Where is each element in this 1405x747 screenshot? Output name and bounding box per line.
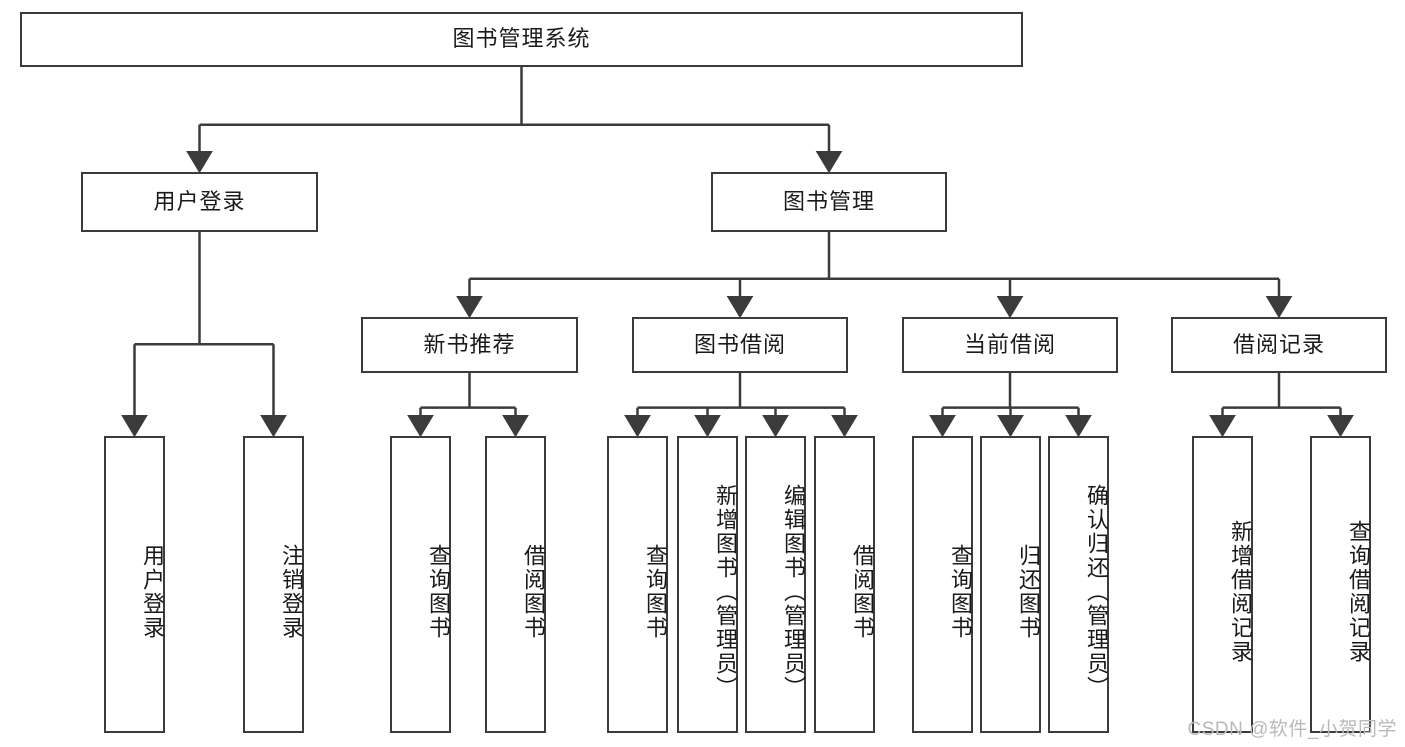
node-label: 用户登录	[140, 543, 165, 640]
node-label: 注销登录	[279, 543, 304, 640]
node-book-manage[interactable]: 图书管理	[711, 172, 947, 232]
node-leaf-2[interactable]: 注销登录	[243, 436, 304, 733]
node-root[interactable]: 图书管理系统	[20, 12, 1023, 67]
node-label: 新增借阅记录	[1228, 519, 1253, 664]
node-label: 借阅图书	[521, 543, 546, 640]
node-label: 借阅图书	[850, 543, 875, 640]
node-book-borrow[interactable]: 图书借阅	[632, 317, 848, 373]
node-leaf-1[interactable]: 用户登录	[104, 436, 165, 733]
node-label: 确认归还（管理员）	[1084, 483, 1109, 700]
node-new-book-rec[interactable]: 新书推荐	[361, 317, 578, 373]
node-leaf-9[interactable]: 查询图书	[912, 436, 973, 733]
node-borrow-rec[interactable]: 借阅记录	[1171, 317, 1387, 373]
node-label: 图书借阅	[693, 331, 786, 357]
node-label: 新增图书（管理员）	[713, 483, 738, 700]
node-label: 用户登录	[153, 188, 246, 214]
node-leaf-4[interactable]: 借阅图书	[485, 436, 546, 733]
node-leaf-8[interactable]: 借阅图书	[814, 436, 875, 733]
csdn-watermark: CSDN @软件_小贺同学	[1187, 719, 1397, 740]
node-label: 查询借阅记录	[1346, 519, 1371, 664]
node-label: 借阅记录	[1232, 331, 1325, 357]
node-leaf-3[interactable]: 查询图书	[390, 436, 451, 733]
node-label: 查询图书	[643, 543, 668, 640]
node-label: 当前借阅	[963, 331, 1056, 357]
edges-group	[121, 67, 1354, 438]
node-label: 查询图书	[426, 543, 451, 640]
node-user-login[interactable]: 用户登录	[81, 172, 318, 232]
node-leaf-5[interactable]: 查询图书	[607, 436, 668, 733]
node-leaf-7[interactable]: 编辑图书（管理员）	[745, 436, 806, 733]
node-label: 归还图书	[1016, 543, 1041, 640]
node-leaf-6[interactable]: 新增图书（管理员）	[677, 436, 738, 733]
node-label: 新书推荐	[423, 331, 516, 357]
node-leaf-11[interactable]: 确认归还（管理员）	[1048, 436, 1109, 733]
node-leaf-10[interactable]: 归还图书	[980, 436, 1041, 733]
node-leaf-13[interactable]: 查询借阅记录	[1310, 436, 1371, 733]
node-label: 图书管理	[782, 188, 875, 214]
node-leaf-12[interactable]: 新增借阅记录	[1192, 436, 1253, 733]
node-label: 查询图书	[948, 543, 973, 640]
node-cur-borrow[interactable]: 当前借阅	[902, 317, 1118, 373]
node-label: 编辑图书（管理员）	[781, 483, 806, 700]
node-label: 图书管理系统	[452, 26, 591, 52]
